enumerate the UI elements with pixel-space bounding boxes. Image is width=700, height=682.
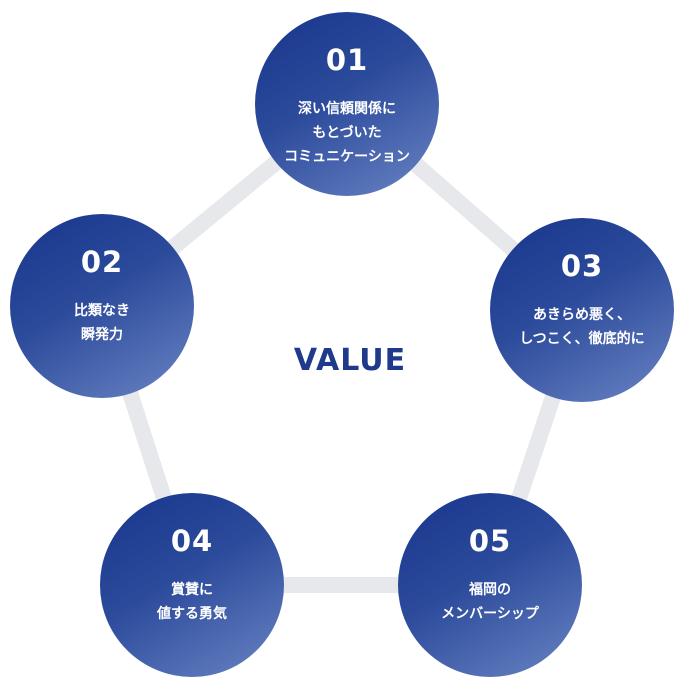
center-value-label: VALUE (293, 342, 407, 378)
value-label: あきらめ悪く、 しつこく、徹底的に (519, 307, 645, 347)
value-label: 深い信頼関係に もとづいた コミュニケーション (284, 101, 410, 165)
value-circle-02: 02 比類なき 瞬発力 (10, 214, 194, 398)
value-label: 比類なき 瞬発力 (74, 303, 130, 343)
value-circle-01: 01 深い信頼関係に もとづいた コミュニケーション (255, 12, 439, 196)
value-label: 福岡の メンバーシップ (441, 582, 539, 622)
value-number: 01 (325, 43, 369, 77)
value-circle-03: 03 あきらめ悪く、 しつこく、徹底的に (490, 218, 674, 402)
value-circle-05: 05 福岡の メンバーシップ (398, 493, 582, 677)
value-number: 02 (80, 245, 124, 279)
value-number: 04 (170, 524, 214, 558)
value-number: 05 (468, 524, 512, 558)
value-circle-04: 04 賞賛に 値する勇気 (100, 493, 284, 677)
value-label: 賞賛に 値する勇気 (157, 582, 227, 622)
value-number: 03 (560, 249, 604, 283)
